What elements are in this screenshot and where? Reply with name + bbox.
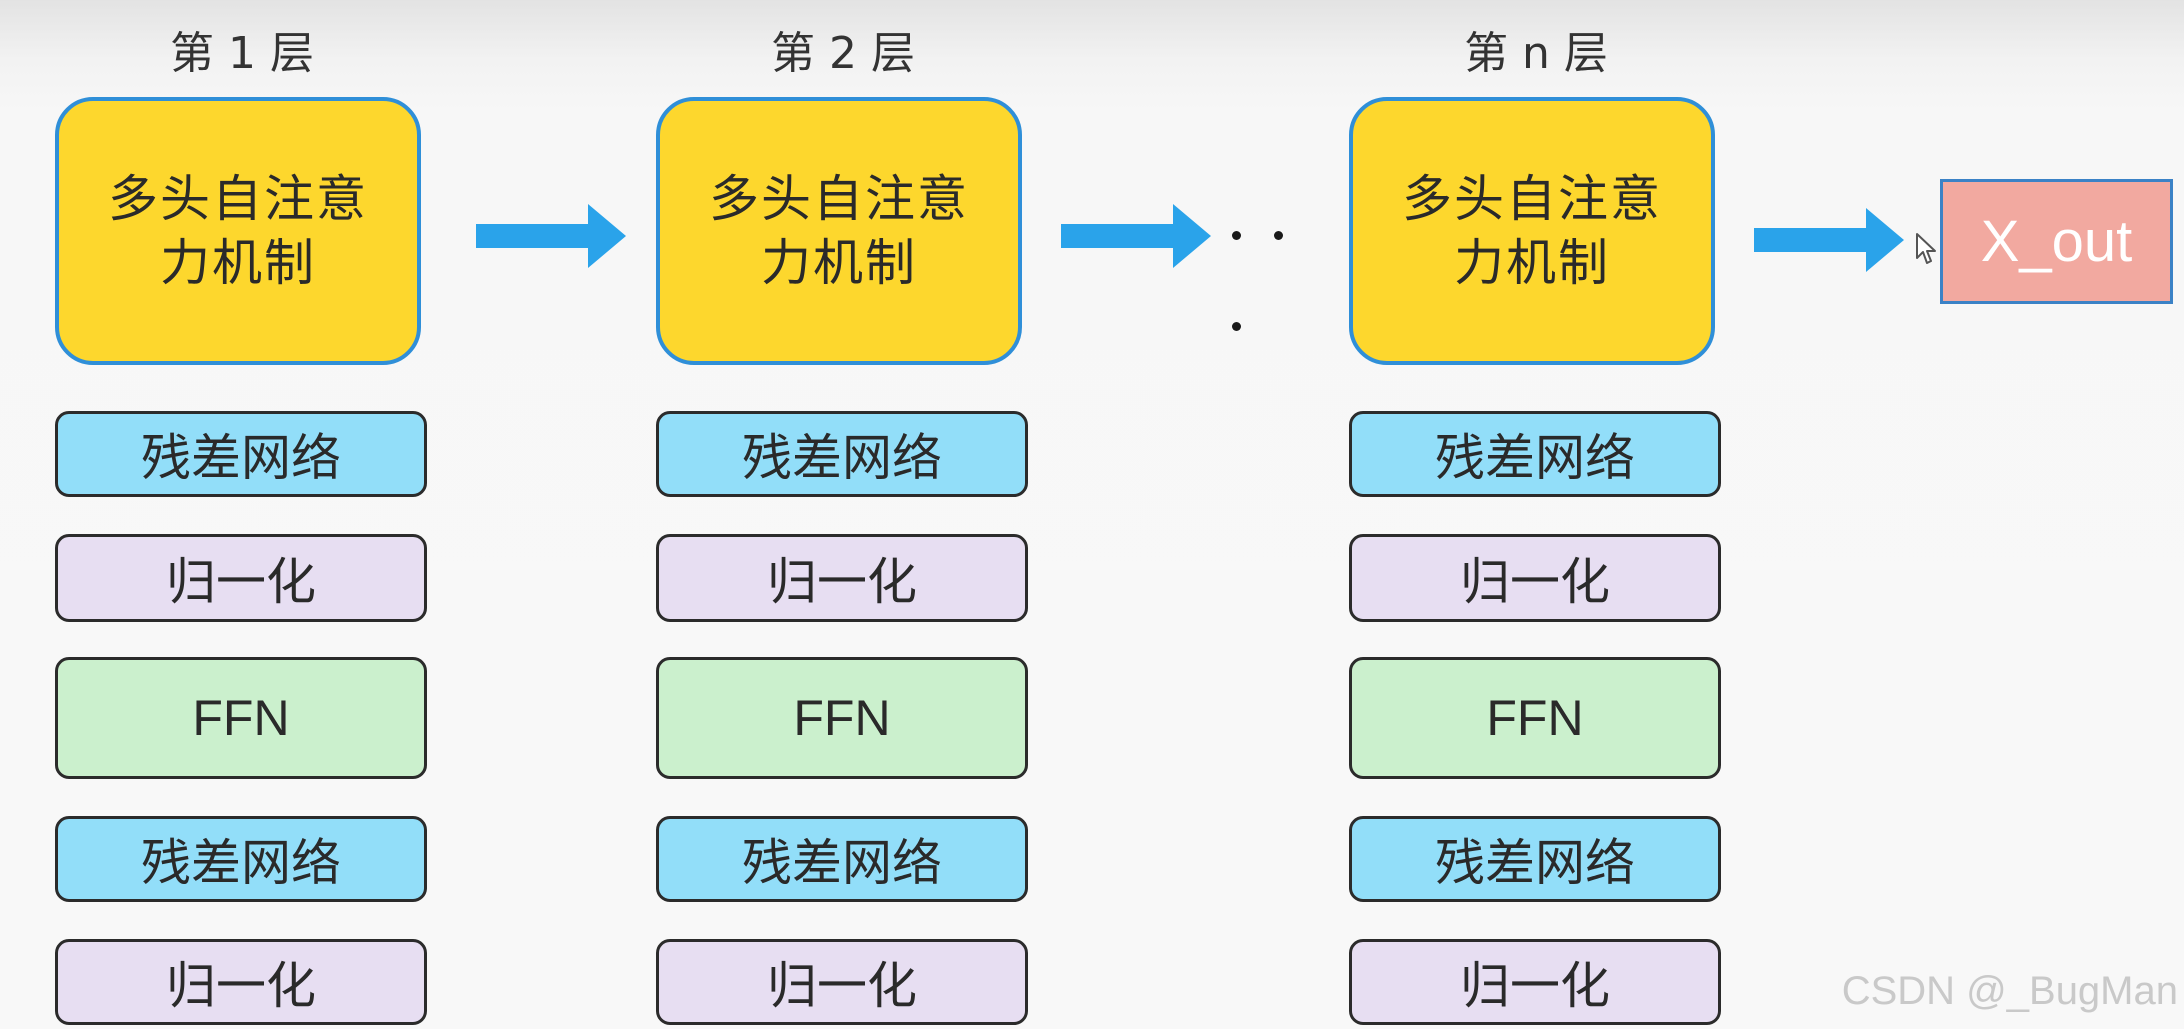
layer-2-attention-label: 多头自注意力机制	[709, 170, 969, 292]
ellipsis-dot	[1274, 231, 1283, 240]
layer-n-residual-block-1: 残差网络	[1349, 411, 1721, 497]
layer-1-residual-block-2: 残差网络	[55, 816, 427, 902]
layer-1-attention-label: 多头自注意力机制	[108, 170, 368, 292]
layer-2-residual-block-2: 残差网络	[656, 816, 1028, 902]
mouse-pointer-icon	[1916, 233, 1936, 264]
arrow-layer-n-to-output	[1754, 208, 1904, 272]
ellipsis-dot	[1232, 322, 1241, 331]
layer-1-norm-block-1: 归一化	[55, 534, 427, 622]
layer-n-norm-block-1: 归一化	[1349, 534, 1721, 622]
output-box: X_out	[1940, 179, 2173, 304]
ellipsis-dot	[1232, 231, 1241, 240]
ellipsis-dots-icon	[1220, 220, 1283, 340]
arrow-layer-2-to-ellipsis	[1061, 204, 1211, 268]
layer-1-ffn-block: FFN	[55, 657, 427, 779]
layer-2-norm-block-1: 归一化	[656, 534, 1028, 622]
layer-2-norm-block-2: 归一化	[656, 939, 1028, 1025]
layer-1-residual-block-1: 残差网络	[55, 411, 427, 497]
layer-n-norm-block-2: 归一化	[1349, 939, 1721, 1025]
layer-2-column: 第 2 层 多头自注意力机制 残差网络 归一化 FFN 残差网络 归一化	[656, 0, 1030, 1029]
layer-n-title: 第 n 层	[1464, 28, 1608, 79]
layer-1-norm-block-2: 归一化	[55, 939, 427, 1025]
layer-2-attention-block: 多头自注意力机制	[656, 97, 1022, 365]
layer-1-title: 第 1 层	[170, 28, 314, 79]
layer-1-column: 第 1 层 多头自注意力机制 残差网络 归一化 FFN 残差网络 归一化	[55, 0, 429, 1029]
layer-1-attention-block: 多头自注意力机制	[55, 97, 421, 365]
layer-n-column: 第 n 层 多头自注意力机制 残差网络 归一化 FFN 残差网络 归一化	[1349, 0, 1723, 1029]
layer-2-ffn-block: FFN	[656, 657, 1028, 779]
layer-2-title: 第 2 层	[771, 28, 915, 79]
layer-n-attention-label: 多头自注意力机制	[1402, 170, 1662, 292]
layer-n-attention-block: 多头自注意力机制	[1349, 97, 1715, 365]
layer-2-residual-block-1: 残差网络	[656, 411, 1028, 497]
watermark: CSDN @_BugMan	[1841, 969, 2178, 1013]
layer-n-ffn-block: FFN	[1349, 657, 1721, 779]
layer-n-residual-block-2: 残差网络	[1349, 816, 1721, 902]
arrow-layer-1-to-2	[476, 204, 626, 268]
